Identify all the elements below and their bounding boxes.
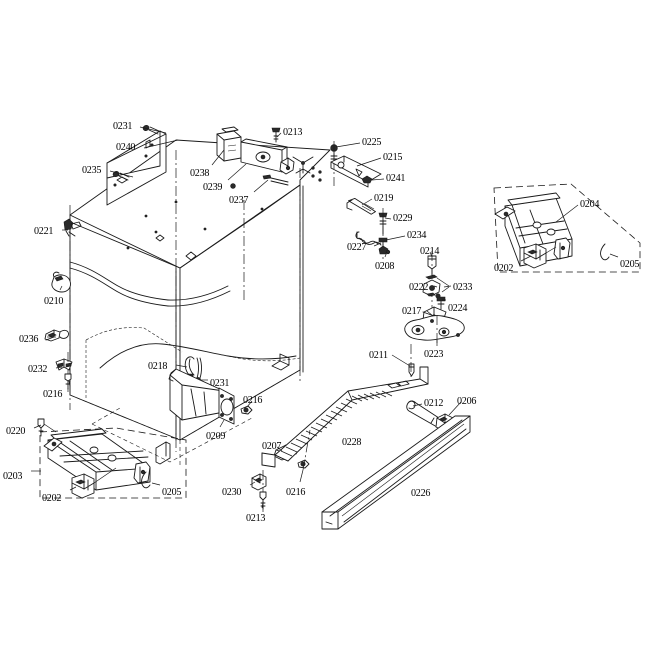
callout-0213b: 0213 [246, 512, 266, 524]
callout-0228: 0228 [342, 436, 362, 448]
part-0203-rail [43, 428, 151, 491]
part-0228-grille [261, 366, 429, 471]
callout-0240: 0240 [116, 141, 136, 153]
part-0205-hook [600, 243, 610, 261]
part-0215-bracket [330, 155, 382, 188]
callout-0211: 0211 [369, 349, 388, 361]
callout-0227: 0227 [347, 241, 367, 253]
callout-0219: 0219 [374, 192, 394, 204]
callout-0202b: 0202 [42, 492, 62, 504]
callout-0216b: 0216 [243, 394, 263, 406]
callout-0203: 0203 [3, 470, 23, 482]
part-0238-switch-block [216, 126, 242, 162]
callout-0239: 0239 [203, 181, 223, 193]
callout-0237: 0237 [229, 194, 249, 206]
callout-0216: 0216 [43, 388, 63, 400]
part-0208-nut [378, 245, 391, 255]
callout-0221: 0221 [34, 225, 54, 237]
callout-0231: 0231 [113, 120, 133, 132]
part-0202-clip [523, 243, 557, 269]
part-0226-kick-panel [321, 415, 471, 530]
part-0214-valve [427, 251, 437, 310]
callout-0224: 0224 [448, 302, 468, 314]
part-0204-rail [494, 192, 573, 267]
callout-0216c: 0216 [286, 486, 306, 498]
part-0205b-hook [141, 471, 151, 489]
part-0237-clip [262, 174, 289, 186]
callout-0218: 0218 [148, 360, 168, 372]
callout-0234: 0234 [407, 229, 427, 241]
callout-0213: 0213 [283, 126, 303, 138]
callout-0231b: 0231 [210, 377, 230, 389]
part-0241-nut [361, 175, 373, 184]
assembly-0204-dashed-box [493, 183, 641, 273]
part-0233-bracket [422, 274, 450, 299]
callout-0238: 0238 [190, 167, 210, 179]
part-0220-screw [37, 418, 57, 437]
callout-0215: 0215 [383, 151, 403, 163]
part-0211-pin [408, 344, 415, 380]
callout-0217: 0217 [402, 305, 422, 317]
part-0213-screw-top [271, 127, 281, 143]
part-0231-screw-top [142, 125, 160, 135]
part-0240-bracket [106, 130, 167, 206]
part-0237b-bracket [279, 157, 295, 175]
callout-0209: 0209 [206, 430, 226, 442]
part-0227-clip [355, 231, 382, 246]
callout-0226: 0226 [411, 487, 431, 499]
leader-lines [31, 126, 619, 509]
part-0223-base-plate [404, 315, 465, 345]
callout-0232: 0232 [28, 363, 48, 375]
part-0216b-screw [240, 405, 253, 415]
callout-0205b: 0205 [162, 486, 182, 498]
part-0213b-screw [259, 491, 267, 510]
callout-0207: 0207 [262, 440, 282, 452]
callout-0204: 0204 [580, 198, 600, 210]
part-0219-pin [346, 197, 376, 215]
part-0209-motor [168, 368, 235, 425]
callout-0212: 0212 [424, 397, 444, 409]
callout-0229: 0229 [393, 212, 413, 224]
callout-0230: 0230 [222, 486, 242, 498]
callout-0222: 0222 [409, 281, 429, 293]
part-0224-screw [436, 296, 446, 310]
assembly-0203-dashed-box [39, 427, 187, 499]
part-0239-plate [240, 138, 288, 173]
callout-0214: 0214 [420, 245, 440, 257]
callout-0235: 0235 [82, 164, 102, 176]
part-0202b-clip [71, 467, 117, 499]
callout-0236: 0236 [19, 333, 39, 345]
callout-0241: 0241 [386, 172, 406, 184]
callout-0206: 0206 [457, 395, 477, 407]
callout-0210: 0210 [44, 295, 64, 307]
callout-0233: 0233 [453, 281, 473, 293]
callout-0225: 0225 [362, 136, 382, 148]
callout-0202: 0202 [494, 262, 514, 274]
callout-0205: 0205 [620, 258, 640, 270]
part-0225-screw [330, 141, 338, 186]
part-0230-clip [251, 470, 267, 512]
part-0210-grommet [51, 271, 71, 293]
part-0236-fitting [44, 329, 69, 342]
callout-0223: 0223 [424, 348, 444, 360]
part-0221-fitting [63, 218, 82, 237]
callout-0208: 0208 [375, 260, 395, 272]
callout-0220: 0220 [6, 425, 26, 437]
part-star-fastener [292, 156, 322, 182]
